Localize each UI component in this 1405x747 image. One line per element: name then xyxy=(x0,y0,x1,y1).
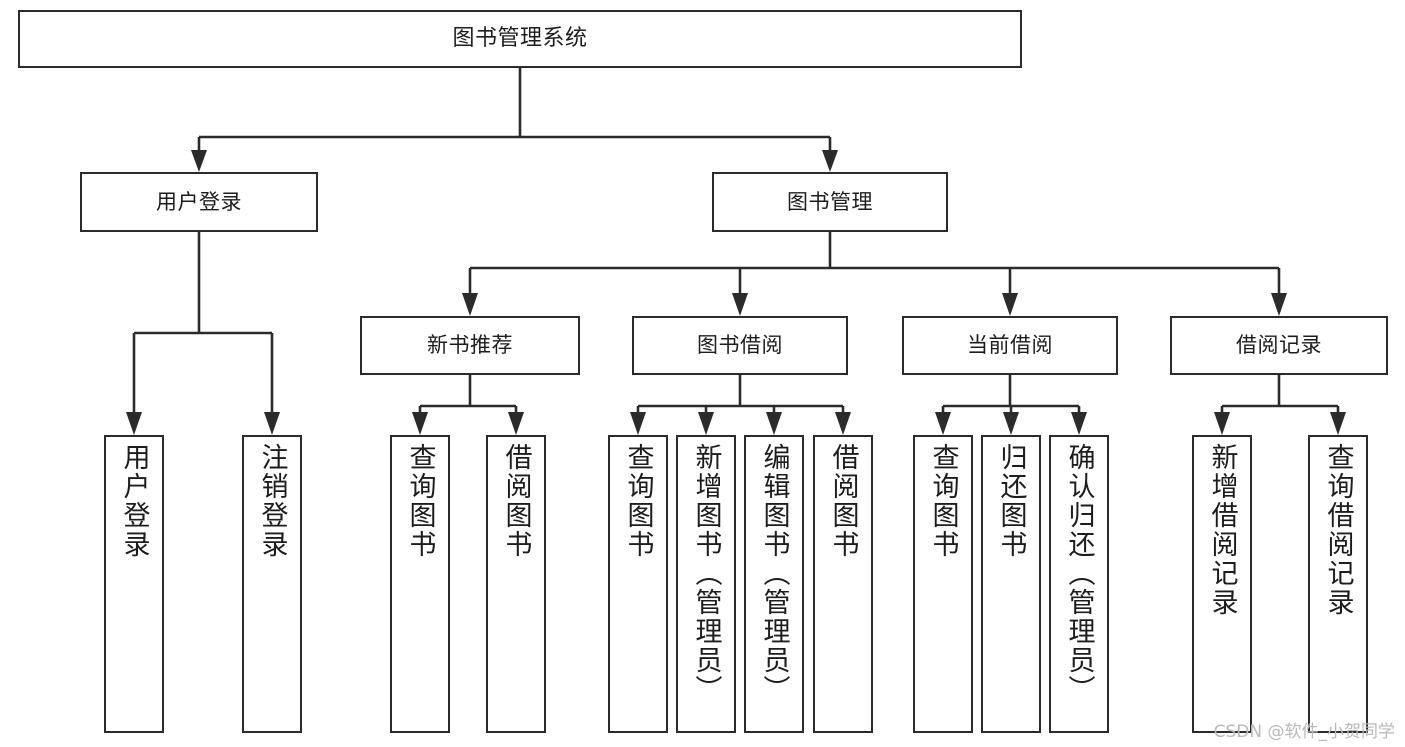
arrow-borrow-leaf-2 xyxy=(698,412,714,435)
leaf-query-borrow-record[interactable]: 查询借阅记录 xyxy=(1308,435,1368,733)
node-label: 图书借阅 xyxy=(697,333,783,358)
arrow-user-login-leaf-2 xyxy=(264,412,280,435)
node-label: 用户登录 xyxy=(156,189,242,214)
node-label: 编辑图书（管理员） xyxy=(758,443,790,704)
leaf-add-borrow-record[interactable]: 新增借阅记录 xyxy=(1192,435,1252,733)
arrow-book-mgmt-to-borrow xyxy=(732,293,748,316)
node-borrow-records[interactable]: 借阅记录 xyxy=(1170,316,1388,375)
node-label: 新增借阅记录 xyxy=(1206,443,1238,617)
arrow-newbook-leaf-2 xyxy=(508,412,524,435)
node-root-system[interactable]: 图书管理系统 xyxy=(18,10,1022,68)
node-label: 归还图书 xyxy=(995,443,1027,559)
node-label: 新增图书（管理员） xyxy=(690,443,722,704)
node-user-login[interactable]: 用户登录 xyxy=(80,172,318,232)
arrow-current-leaf-3 xyxy=(1071,412,1087,435)
arrow-current-leaf-2 xyxy=(1003,412,1019,435)
arrow-book-mgmt-to-records xyxy=(1271,293,1287,316)
leaf-logout[interactable]: 注销登录 xyxy=(242,435,302,733)
node-label: 确认归还（管理员） xyxy=(1063,443,1095,704)
node-label: 借阅图书 xyxy=(827,443,859,559)
node-book-management[interactable]: 图书管理 xyxy=(712,172,948,232)
node-label: 借阅图书 xyxy=(500,443,532,559)
node-label: 查询图书 xyxy=(622,443,654,559)
node-new-book-recommend[interactable]: 新书推荐 xyxy=(360,316,580,375)
arrow-root-to-book-mgmt xyxy=(822,150,838,172)
arrow-borrow-leaf-4 xyxy=(835,412,851,435)
arrow-newbook-leaf-1 xyxy=(412,412,428,435)
leaf-query-book-current[interactable]: 查询图书 xyxy=(913,435,973,733)
node-book-borrow[interactable]: 图书借阅 xyxy=(632,316,848,375)
arrow-records-leaf-1 xyxy=(1214,412,1230,435)
node-label: 借阅记录 xyxy=(1236,333,1322,358)
node-label: 查询图书 xyxy=(927,443,959,559)
watermark: CSDN @软件_小贺同学 xyxy=(1213,722,1395,742)
node-label: 新书推荐 xyxy=(427,333,513,358)
leaf-query-book-borrow[interactable]: 查询图书 xyxy=(608,435,668,733)
arrow-root-to-user-login xyxy=(191,150,207,172)
arrow-user-login-leaf-1 xyxy=(126,412,142,435)
node-label: 当前借阅 xyxy=(967,333,1053,358)
leaf-edit-book-admin[interactable]: 编辑图书（管理员） xyxy=(744,435,804,733)
node-label: 用户登录 xyxy=(118,443,150,559)
leaf-add-book-admin[interactable]: 新增图书（管理员） xyxy=(676,435,736,733)
leaf-borrow-book-newbook[interactable]: 借阅图书 xyxy=(486,435,546,733)
node-label: 图书管理 xyxy=(787,189,873,214)
arrow-borrow-leaf-1 xyxy=(630,412,646,435)
leaf-user-login[interactable]: 用户登录 xyxy=(104,435,164,733)
leaf-return-book[interactable]: 归还图书 xyxy=(981,435,1041,733)
arrow-book-mgmt-to-current xyxy=(1002,293,1018,316)
node-label: 图书管理系统 xyxy=(452,26,588,52)
leaf-confirm-return-admin[interactable]: 确认归还（管理员） xyxy=(1049,435,1109,733)
arrow-records-leaf-2 xyxy=(1330,412,1346,435)
arrow-borrow-leaf-3 xyxy=(766,412,782,435)
arrow-book-mgmt-to-newbook xyxy=(462,293,478,316)
node-current-borrow[interactable]: 当前借阅 xyxy=(902,316,1118,375)
leaf-query-book-newbook[interactable]: 查询图书 xyxy=(390,435,450,733)
node-label: 查询图书 xyxy=(404,443,436,559)
leaf-borrow-book[interactable]: 借阅图书 xyxy=(813,435,873,733)
node-label: 查询借阅记录 xyxy=(1322,443,1354,617)
arrow-current-leaf-1 xyxy=(935,412,951,435)
node-label: 注销登录 xyxy=(256,443,288,559)
